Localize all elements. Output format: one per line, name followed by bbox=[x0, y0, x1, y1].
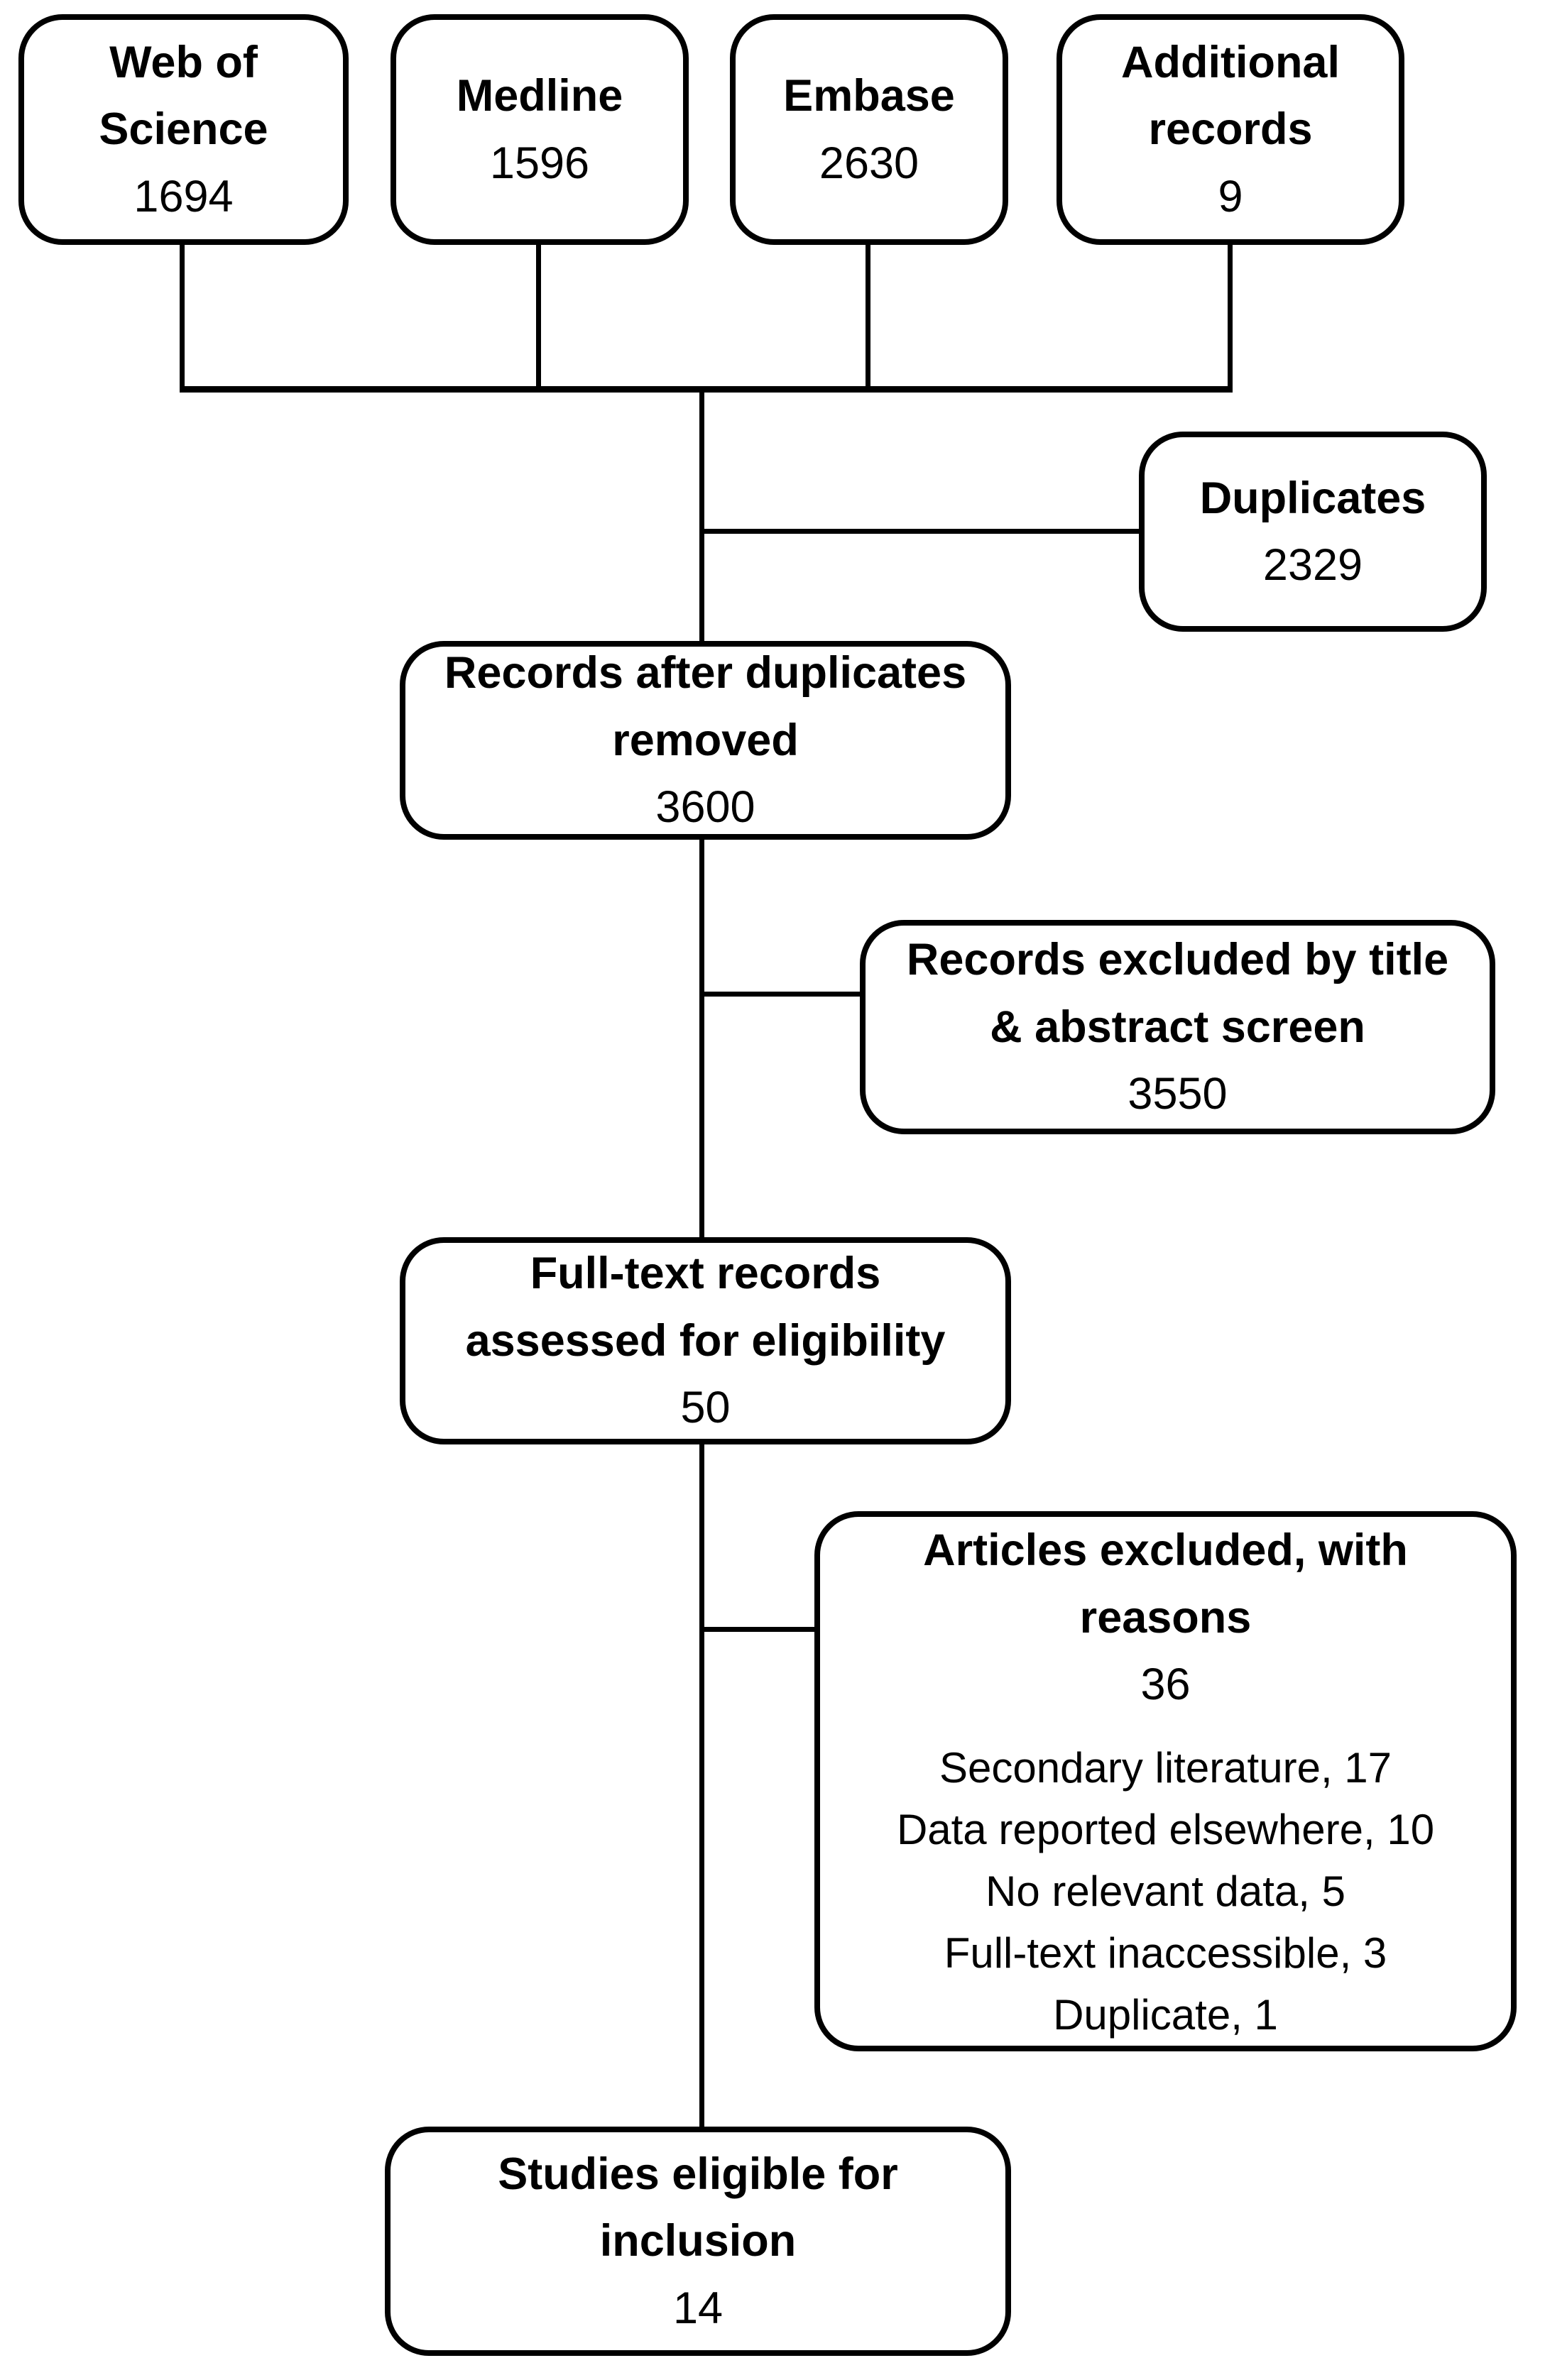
connector-embase-stub bbox=[866, 244, 870, 389]
connector-additional-records-stub bbox=[1228, 244, 1233, 389]
connector-spine-bottom bbox=[699, 1442, 704, 2129]
box-records-excluded-count: 3550 bbox=[1128, 1069, 1228, 1119]
box-full-text-assessed-count: 50 bbox=[680, 1383, 731, 1433]
connector-medline-stub bbox=[536, 244, 541, 389]
connector-web-of-science-stub bbox=[180, 244, 185, 389]
box-records-after-duplicates-count: 3600 bbox=[655, 782, 755, 833]
box-records-excluded-label: Records excluded by title& abstract scre… bbox=[906, 935, 1449, 1052]
box-medline: Medline 1596 bbox=[391, 14, 689, 245]
box-duplicates: Duplicates 2329 bbox=[1139, 432, 1487, 632]
box-medline-label: Medline bbox=[456, 71, 623, 121]
box-medline-count: 1596 bbox=[489, 138, 590, 188]
box-additional-records-count: 9 bbox=[1218, 171, 1243, 221]
exclusion-reasons-list: Secondary literature, 17 Data reported e… bbox=[897, 1737, 1434, 2046]
connector-duplicates-branch bbox=[699, 529, 1142, 534]
connector-excluded-branch bbox=[699, 992, 863, 997]
box-duplicates-label: Duplicates bbox=[1199, 473, 1426, 523]
connector-sources-collector bbox=[180, 386, 1233, 393]
box-studies-eligible-count: 14 bbox=[672, 2283, 724, 2333]
connector-spine-top bbox=[699, 386, 704, 644]
connector-spine-middle bbox=[699, 837, 704, 1240]
box-articles-excluded-count: 36 bbox=[1140, 1660, 1191, 1710]
box-embase: Embase 2630 bbox=[730, 14, 1008, 245]
exclusion-reason-item: Secondary literature, 17 bbox=[939, 1743, 1392, 1792]
box-embase-label: Embase bbox=[783, 71, 955, 121]
exclusion-reason-item: Full-text inaccessible, 3 bbox=[944, 1929, 1387, 1977]
connector-articles-excluded-branch bbox=[699, 1627, 817, 1632]
exclusion-reason-item: Data reported elsewhere, 10 bbox=[896, 1805, 1435, 1853]
box-duplicates-count: 2329 bbox=[1262, 540, 1363, 590]
box-embase-count: 2630 bbox=[819, 138, 919, 188]
exclusion-reason-item: Duplicate, 1 bbox=[1053, 1990, 1278, 2039]
exclusion-reason-item: No relevant data, 5 bbox=[986, 1867, 1345, 1915]
box-web-of-science-count: 1694 bbox=[133, 171, 234, 221]
box-records-excluded: Records excluded by title& abstract scre… bbox=[860, 920, 1495, 1134]
